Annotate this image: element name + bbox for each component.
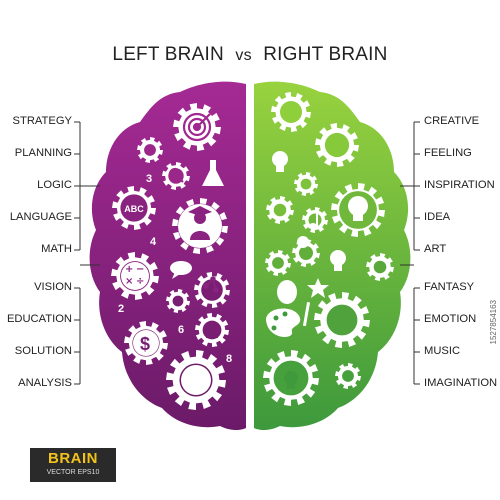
label-logic: LOGIC <box>37 179 72 191</box>
gear-hole <box>280 101 302 123</box>
target-icon <box>182 112 212 142</box>
network-icon <box>203 276 219 293</box>
graduate-icon <box>178 204 222 248</box>
number-4: 4 <box>150 236 157 248</box>
minus-symbol: − <box>136 264 144 275</box>
label-imagination: IMAGINATION <box>424 377 498 389</box>
gear-center <box>133 330 159 356</box>
label-vision: VISION <box>34 281 72 293</box>
label-emotion: EMOTION <box>424 313 477 325</box>
label-fantasy: FANTASY <box>424 281 475 293</box>
label-math: MATH <box>41 243 72 255</box>
abc-text: ABC <box>124 204 144 214</box>
palette-icon <box>266 308 301 337</box>
gear-hole <box>272 257 284 269</box>
lightbulb-icon <box>284 371 298 389</box>
sun-icon <box>297 236 309 248</box>
label-inspiration: INSPIRATION <box>424 179 495 191</box>
gear-center <box>121 262 149 290</box>
stock-id: 1527854163 <box>489 300 498 345</box>
divide-symbol: ÷ <box>136 276 144 287</box>
title-vs: vs <box>235 47 252 64</box>
gear-hole <box>373 260 387 274</box>
speech-bubble-icon <box>170 261 192 279</box>
page-title: LEFT BRAIN vs RIGHT BRAIN <box>0 44 500 66</box>
brush-icon <box>302 302 311 327</box>
plus-symbol: + <box>125 264 133 275</box>
gear-hole <box>324 132 350 158</box>
label-solution: SOLUTION <box>14 345 72 357</box>
balloon-icon <box>277 280 297 304</box>
gear-hole <box>172 295 184 307</box>
label-planning: PLANNING <box>14 147 72 159</box>
badge-subtitle: VECTOR EPS10 <box>46 469 100 476</box>
gear-hole <box>201 279 223 301</box>
gear-hole <box>342 370 354 382</box>
label-language: LANGUAGE <box>9 211 72 223</box>
gear-hole <box>273 203 287 217</box>
gear-hole <box>299 246 313 260</box>
badge-title: BRAIN <box>48 450 98 467</box>
right-bracket-lines <box>400 121 420 385</box>
flask-icon <box>202 160 224 186</box>
label-creative: CREATIVE <box>424 115 480 127</box>
label-music: MUSIC <box>424 345 461 357</box>
music-note-icon <box>309 212 318 229</box>
gear-hole <box>144 144 156 156</box>
math-icon: + − × ÷ <box>125 264 144 287</box>
star-icon <box>307 278 329 298</box>
magnifier-icon <box>168 167 184 183</box>
title-left: LEFT BRAIN <box>112 44 224 65</box>
abc-icon: ABC <box>122 196 146 220</box>
lightbulb-icon <box>330 250 346 271</box>
label-art: ART <box>424 243 447 255</box>
number-6: 6 <box>178 324 184 336</box>
dollar-icon: $ <box>140 334 150 354</box>
title-right: RIGHT BRAIN <box>263 44 388 65</box>
dollar-text: $ <box>140 334 150 354</box>
number-2: 2 <box>118 303 124 315</box>
gear-hole <box>326 304 358 336</box>
gear-center <box>181 365 211 395</box>
brain-badge: BRAIN VECTOR EPS10 <box>30 448 116 482</box>
label-education: EDUCATION <box>6 313 72 325</box>
number-8: 8 <box>226 353 232 365</box>
lightbulb-icon <box>272 151 288 172</box>
lightbulb-icon <box>348 196 368 221</box>
person-gear-icon <box>206 325 218 338</box>
gear-hole <box>300 178 312 190</box>
label-strategy: STRATEGY <box>12 115 72 127</box>
left-bracket-lines <box>74 121 100 385</box>
label-feeling: FEELING <box>424 147 472 159</box>
times-symbol: × <box>125 276 133 287</box>
label-idea: IDEA <box>424 211 451 223</box>
number-3: 3 <box>146 173 152 185</box>
label-analysis: ANALYSIS <box>18 377 72 389</box>
